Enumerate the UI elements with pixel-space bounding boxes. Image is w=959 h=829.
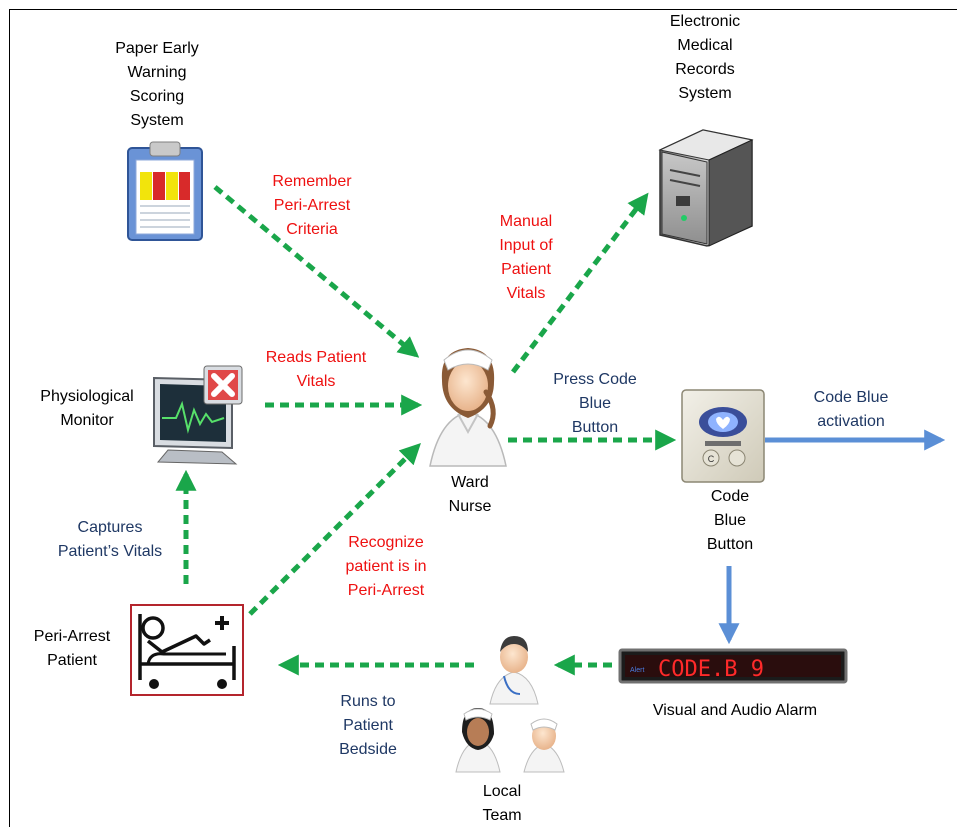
arrow-manual-input [511, 192, 649, 374]
ward-nurse-label-line: Ward [451, 474, 489, 491]
edge-label-runs-to-bedside: Runs to Patient Bedside [320, 690, 416, 762]
local-team-label-line: Local [482, 783, 522, 800]
svg-text:C: C [708, 454, 715, 464]
edge-label-line: Vitals [506, 285, 546, 302]
emr-label: Electronic Medical Records System [642, 10, 768, 106]
emr-label-line: Records [675, 61, 735, 78]
edge-label-captures-vitals: Captures Patient’s Vitals [40, 516, 180, 564]
emr-label-line: System [678, 85, 732, 102]
code-blue-button-label: Code Blue Button [690, 485, 770, 557]
diagram-frame [9, 9, 957, 827]
paper-ews-label-line: System [130, 112, 184, 129]
edge-label-line: Runs to [340, 693, 396, 710]
edge-label-line: activation [817, 413, 885, 430]
code-blue-button-label-line: Blue [713, 512, 747, 529]
code-blue-button-label-line: Code [710, 488, 750, 505]
paper-ews-label-line: Warning [127, 64, 187, 81]
clipboard-icon [127, 141, 203, 241]
medical-team-icon [455, 636, 565, 773]
local-team-label: Local Team [462, 780, 542, 828]
edge-label-line: Peri-Arrest [347, 582, 425, 599]
svg-text:Alert: Alert [630, 667, 644, 674]
ward-nurse-label: Ward Nurse [430, 471, 510, 519]
monitor-label-line: Physiological [40, 388, 134, 405]
edge-label-code-blue-activation: Code Blue activation [794, 386, 908, 434]
edge-label-reads-vitals: Reads Patient Vitals [256, 346, 376, 394]
edge-label-line: Reads Patient [265, 349, 367, 366]
edge-label-line: Patient’s Vitals [57, 543, 163, 560]
emr-label-line: Electronic [669, 13, 741, 30]
edge-label-line: Blue [578, 395, 612, 412]
edge-label-recognize-peri-arrest: Recognize patient is in Peri-Arrest [328, 531, 444, 603]
arrow-remember-criteria [213, 185, 420, 358]
edge-label-line: Manual [499, 213, 553, 230]
edge-label-manual-input: Manual Input of Patient Vitals [484, 210, 568, 306]
edge-label-line: Remember [272, 173, 352, 190]
paper-ews-label: Paper Early Warning Scoring System [93, 37, 221, 133]
emr-label-line: Medical [677, 37, 733, 54]
alarm-display-text: CODE.B 9 [658, 657, 764, 682]
monitor-icon [153, 365, 243, 465]
edge-label-line: Patient [501, 261, 551, 278]
hospital-bed-icon [130, 604, 244, 696]
ward-nurse-label-line: Nurse [448, 498, 492, 515]
arrow-recognize-peri-arrest [248, 443, 421, 616]
monitor-label: Physiological Monitor [22, 385, 152, 433]
server-tower-icon [658, 129, 754, 247]
edge-label-line: patient is in [345, 558, 427, 575]
edge-label-line: Bedside [339, 741, 397, 758]
edge-label-remember-criteria: Remember Peri-Arrest Criteria [254, 170, 370, 242]
edge-label-line: Input of [499, 237, 553, 254]
edge-label-line: Criteria [286, 221, 338, 238]
alarm-label: Visual and Audio Alarm [622, 699, 848, 723]
edge-label-line: Code Blue [813, 389, 889, 406]
edge-label-line: Peri-Arrest [273, 197, 351, 214]
wall-button-icon: C [681, 389, 765, 483]
code-blue-button-label-line: Button [706, 536, 754, 553]
led-display-icon: Alert CODE.B 9 [618, 648, 848, 684]
paper-ews-label-line: Scoring [129, 88, 185, 105]
paper-ews-label-line: Paper Early [115, 40, 199, 57]
edge-label-line: Press Code [553, 371, 637, 388]
patient-label-line: Peri-Arrest [33, 628, 111, 645]
edge-label-press-code-blue: Press Code Blue Button [540, 368, 650, 440]
patient-label: Peri-Arrest Patient [20, 625, 124, 673]
edge-label-line: Captures [77, 519, 143, 536]
edge-label-line: Button [571, 419, 619, 436]
alarm-label-line: Visual and Audio Alarm [652, 702, 818, 719]
monitor-label-line: Monitor [60, 412, 114, 429]
edge-label-line: Patient [343, 717, 393, 734]
nurse-icon [429, 348, 507, 467]
edge-label-line: Vitals [296, 373, 336, 390]
edge-label-line: Recognize [348, 534, 424, 551]
local-team-label-line: Team [482, 807, 522, 824]
patient-label-line: Patient [47, 652, 97, 669]
